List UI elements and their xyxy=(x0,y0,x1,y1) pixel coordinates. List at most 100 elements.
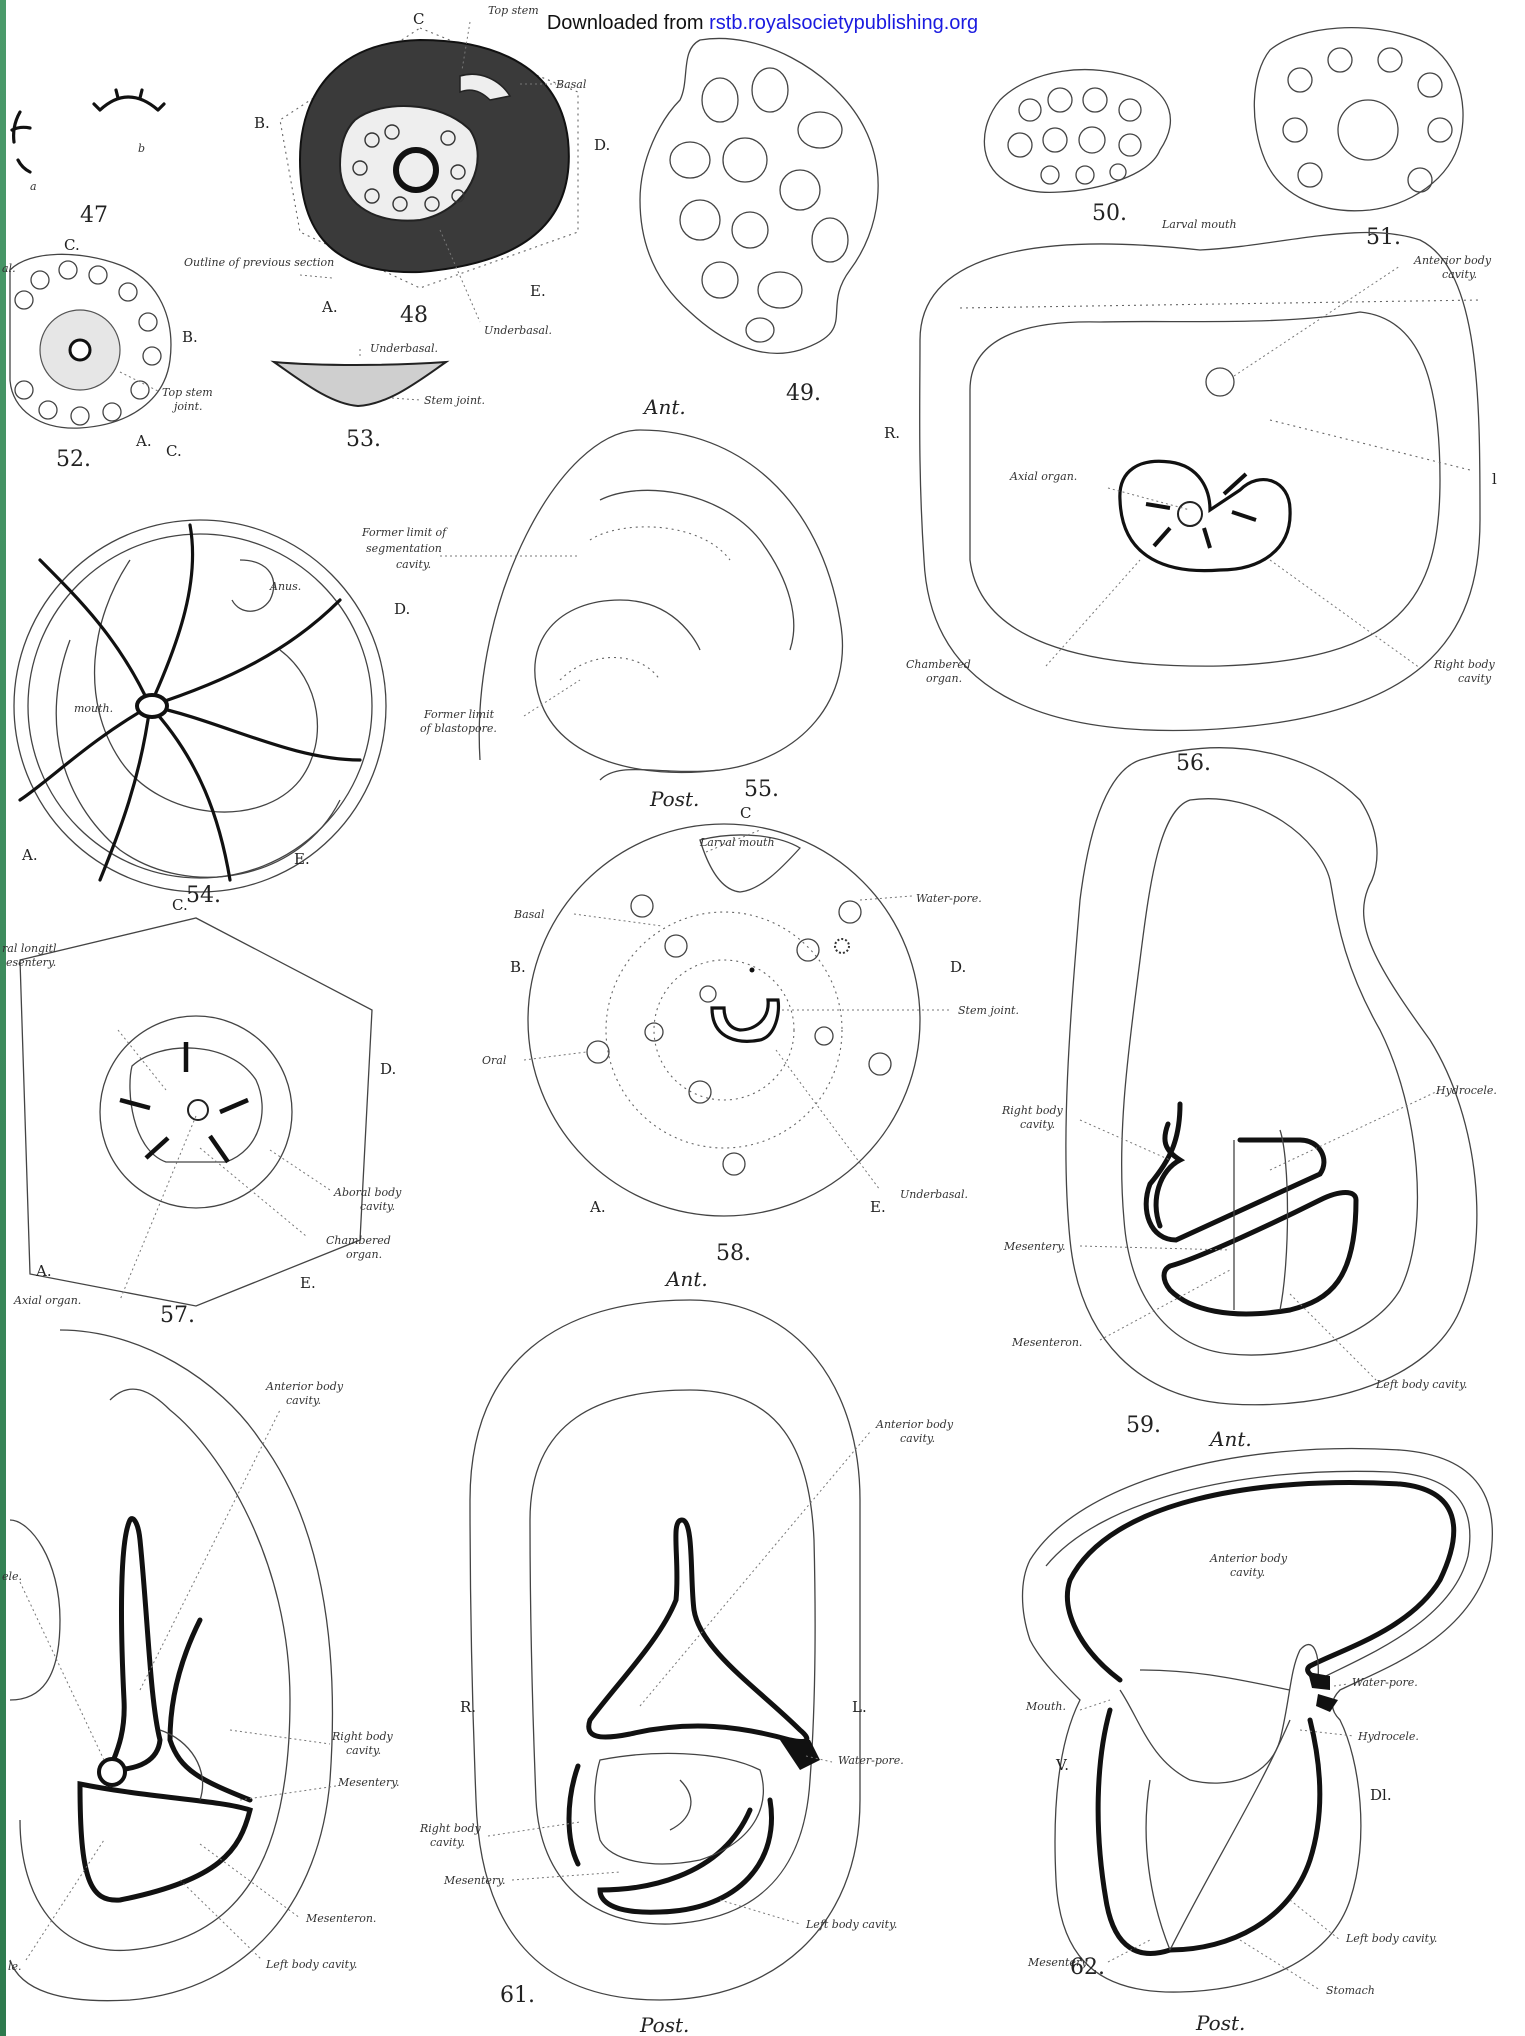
figure-52: Top stem joint. C. B. A. al. 52. xyxy=(2,236,213,472)
fig59-label-right-a: Right body xyxy=(1001,1104,1064,1117)
fig54-letter-e: E. xyxy=(294,850,310,868)
fig54-label-anus: Anus. xyxy=(269,580,301,593)
figure-61: Anterior body cavity. Water-pore. Right … xyxy=(419,1300,954,2036)
fig58-label-larval-mouth: Larval mouth xyxy=(699,836,775,849)
fig56-axial-organ xyxy=(1178,502,1202,526)
fig49-outline xyxy=(640,38,878,353)
fig58-label-underbasal: Underbasal. xyxy=(900,1188,968,1201)
fig59-ant: Ant. xyxy=(1208,1427,1252,1451)
fig60-label-mesentery: Mesentery. xyxy=(337,1776,399,1789)
fig59-label-left-body: Left body cavity. xyxy=(1375,1378,1467,1391)
fig57-number: 57. xyxy=(160,1303,195,1328)
fig54-letter-c: C. xyxy=(166,442,182,460)
fig62-mesentery xyxy=(1146,1780,1170,1950)
fig56-label-axial: Axial organ. xyxy=(1009,470,1077,483)
figure-50: 50. xyxy=(984,70,1170,226)
fig58-letter-c: C xyxy=(740,804,751,822)
fig61-post: Post. xyxy=(639,2013,689,2036)
fig48-lead-outline xyxy=(300,275,332,278)
fig62-label-anterior-b: cavity. xyxy=(1230,1566,1265,1579)
fig60-outer xyxy=(10,1330,332,2001)
fig52-number: 52. xyxy=(56,447,91,472)
fig60-right-body xyxy=(170,1620,250,1800)
fig53-label-underbasal: Underbasal. xyxy=(370,342,438,355)
fig60-label-left-body: Left body cavity. xyxy=(265,1958,357,1971)
fig47-number: 47 xyxy=(80,203,108,228)
fig47-label-a: a xyxy=(30,180,37,193)
fig57-axial-organ xyxy=(188,1100,208,1120)
figure-51: 51. xyxy=(1254,28,1463,250)
fig61-right-body xyxy=(569,1766,578,1864)
figure-55: Former limit of blastopore. Ant. Post. 5… xyxy=(420,395,842,811)
fig62-label-anterior-a: Anterior body xyxy=(1209,1552,1288,1565)
fig56-letter-r: R. xyxy=(884,424,900,442)
fig56-label-chambered-a: Chambered xyxy=(906,658,971,671)
fig62-lead-water-pore xyxy=(1334,1684,1348,1686)
figure-47: a b 47 xyxy=(12,90,164,228)
fig51-central-opening xyxy=(1338,100,1398,160)
fig56-label-anterior-a: Anterior body xyxy=(1413,254,1492,267)
fig61-label-water-pore: Water-pore. xyxy=(838,1754,904,1767)
fig57-letter-a: A. xyxy=(35,1262,52,1280)
fig62-letter-v: V. xyxy=(1055,1756,1069,1774)
fig60-mesentery xyxy=(160,1730,203,1800)
fig58-label-basal: Basal xyxy=(513,908,545,921)
fig58-lead-underbasal xyxy=(776,1050,880,1190)
fig62-label-left-body: Left body cavity. xyxy=(1345,1932,1437,1945)
fig62-lead-stomach xyxy=(1240,1940,1320,1990)
fig62-letter-dl: Dl. xyxy=(1370,1786,1392,1804)
fig60-lead-right xyxy=(230,1730,330,1744)
fig58-number: 58. xyxy=(716,1241,751,1266)
fig54-anus-pouch xyxy=(232,560,274,611)
fig52-letter-b: B. xyxy=(182,328,198,346)
fig56-number: 56. xyxy=(1176,751,1211,776)
fig52-label-top-stem-a: Top stem xyxy=(162,386,213,399)
fig60-water-pore-ring xyxy=(99,1759,125,1785)
fig61-water-pore xyxy=(780,1740,820,1770)
fig55-former-blastopore xyxy=(560,658,660,681)
fig48-letter-e: E. xyxy=(530,282,546,300)
fig60-anterior-tube xyxy=(110,1519,160,1770)
figure-57: ral longitl esentery. Aboral body cavity… xyxy=(2,896,402,1328)
fig56-chambered-organ xyxy=(1120,461,1290,570)
fig56-lead-right xyxy=(1270,560,1420,668)
fig62-post: Post. xyxy=(1195,2011,1245,2035)
fig62-mouth-passage xyxy=(1140,1670,1290,1690)
fig56-letter-l: l xyxy=(1492,470,1497,488)
fig58-lead-water-pore xyxy=(860,896,912,900)
fig57-lead-oral-longit xyxy=(118,1030,166,1090)
fig58-letter-b: B. xyxy=(510,958,526,976)
fig61-label-anterior-a: Anterior body xyxy=(875,1418,954,1431)
fig47-label-b: b xyxy=(138,142,145,155)
fig61-letter-l: L. xyxy=(852,1698,867,1716)
fig56-dotted-plane-2 xyxy=(1270,420,1470,470)
fig56-label-right-b: cavity xyxy=(1458,672,1492,685)
figure-56: Larval mouth Anterior body cavity. Axial… xyxy=(884,218,1497,776)
fig60-left-body xyxy=(80,1784,250,1900)
fig47-spicule-b xyxy=(94,90,164,110)
fig54-label-former-limit-a: Former limit of xyxy=(361,526,448,539)
figure-59: Right body cavity. Hydrocele. Mesentery.… xyxy=(1001,748,1497,1451)
fig48-number: 48 xyxy=(400,303,428,328)
fig48-label-basal: Basal xyxy=(555,78,587,91)
fig62-label-mouth: Mouth. xyxy=(1025,1700,1066,1713)
fig62-lead-left-body xyxy=(1290,1900,1340,1940)
fig54-mouth-ring xyxy=(137,695,167,717)
fig58-letter-e: E. xyxy=(870,1198,886,1216)
fig52-label-top-stem-b: joint. xyxy=(171,400,203,413)
fig58-letter-d: D. xyxy=(950,958,966,976)
fig48-label-outline: Outline of previous section xyxy=(184,256,334,269)
fig61-lead-right xyxy=(488,1822,580,1836)
fig53-section xyxy=(274,362,446,406)
fig60-lead-ele xyxy=(20,1582,104,1760)
fig61-mesentery-chamber xyxy=(595,1753,764,1863)
fig58-outer-circle xyxy=(528,824,920,1216)
fig55-label-blastopore-a: Former limit xyxy=(423,708,495,721)
fig58-lead-basal xyxy=(574,914,662,926)
fig52-central-canal xyxy=(70,340,90,360)
fig54-outer-circle xyxy=(14,520,386,892)
fig54-label-mouth: mouth. xyxy=(74,702,113,715)
fig59-lead-mesentery xyxy=(1080,1246,1230,1250)
fig51-mesh-holes xyxy=(1283,48,1452,192)
fig61-label-right-a: Right body xyxy=(419,1822,482,1835)
